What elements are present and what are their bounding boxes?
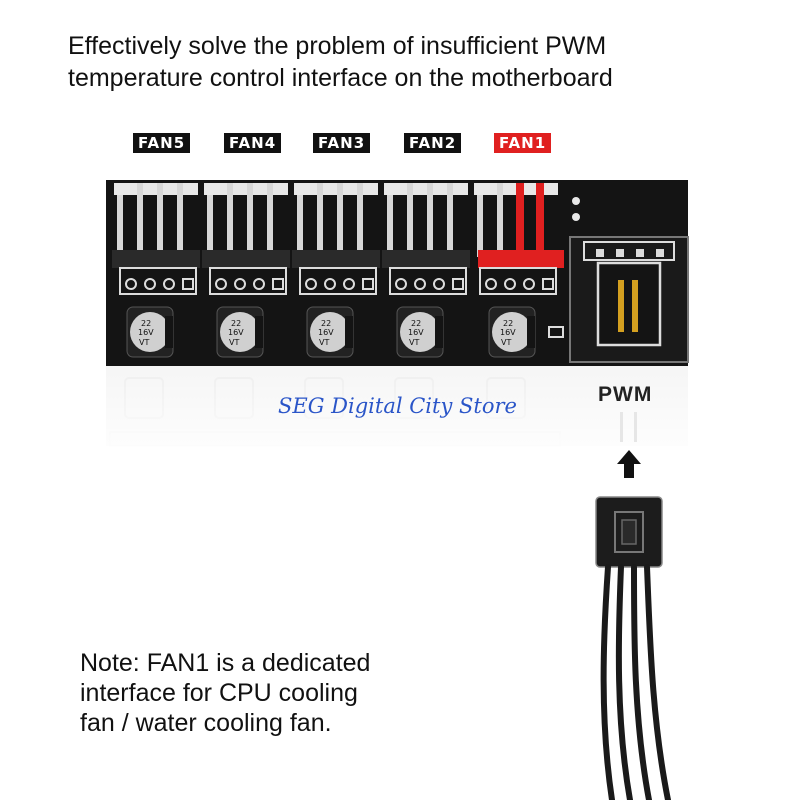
capacitor-series: VT	[319, 338, 329, 347]
capacitor-voltage: 16V	[408, 328, 424, 337]
note-line-1: Note: FAN1 is a dedicated	[80, 649, 371, 677]
capacitor-value: 22	[503, 319, 513, 328]
capacitor-value: 22	[321, 319, 331, 328]
smd-resistor	[548, 326, 564, 338]
led-dot	[572, 213, 580, 221]
pwm-guide-lines	[620, 412, 637, 442]
capacitor-value: 22	[411, 319, 421, 328]
capacitor-voltage: 16V	[228, 328, 244, 337]
headline: Effectively solve the problem of insuffi…	[68, 30, 768, 94]
fan5-header	[112, 183, 200, 295]
capacitor-icon	[396, 306, 444, 358]
capacitor-series: VT	[139, 338, 149, 347]
headline-line-2: temperature control interface on the mot…	[68, 64, 613, 92]
note-text: Note: FAN1 is a dedicated interface for …	[80, 648, 500, 738]
note-line-3: fan / water cooling fan.	[80, 709, 332, 737]
capacitor-voltage: 16V	[500, 328, 516, 337]
capacitor-icon	[488, 306, 536, 358]
pwm-label: PWM	[598, 383, 653, 406]
capacitor-series: VT	[501, 338, 511, 347]
note-line-2: interface for CPU cooling	[80, 679, 358, 707]
capacitor-series: VT	[409, 338, 419, 347]
capacitor-value: 22	[141, 319, 151, 328]
fan-label-fan4: FAN4	[224, 133, 282, 153]
arrow-up-icon	[617, 450, 641, 478]
capacitor-series: VT	[229, 338, 239, 347]
connector-icon	[595, 496, 663, 568]
headline-line-1: Effectively solve the problem of insuffi…	[68, 32, 607, 60]
capacitor-voltage: 16V	[318, 328, 334, 337]
capacitor-icon	[126, 306, 174, 358]
fan1-header	[474, 183, 564, 295]
capacitor-voltage: 16V	[138, 328, 154, 337]
fan-label-fan5: FAN5	[133, 133, 191, 153]
pwm-input-connector	[569, 236, 689, 363]
led-dot	[572, 197, 580, 205]
fan-cable-wires	[600, 564, 671, 800]
capacitor-value: 22	[231, 319, 241, 328]
fan-label-fan3: FAN3	[313, 133, 371, 153]
capacitor-icon	[216, 306, 264, 358]
fan-label-fan2: FAN2	[404, 133, 462, 153]
fan-label-fan1: FAN1	[494, 133, 552, 153]
capacitor-icon	[306, 306, 354, 358]
fan2-header	[382, 183, 470, 295]
store-watermark: SEG Digital City Store	[278, 394, 517, 418]
fan3-header	[292, 183, 380, 295]
fan4-header	[202, 183, 290, 295]
